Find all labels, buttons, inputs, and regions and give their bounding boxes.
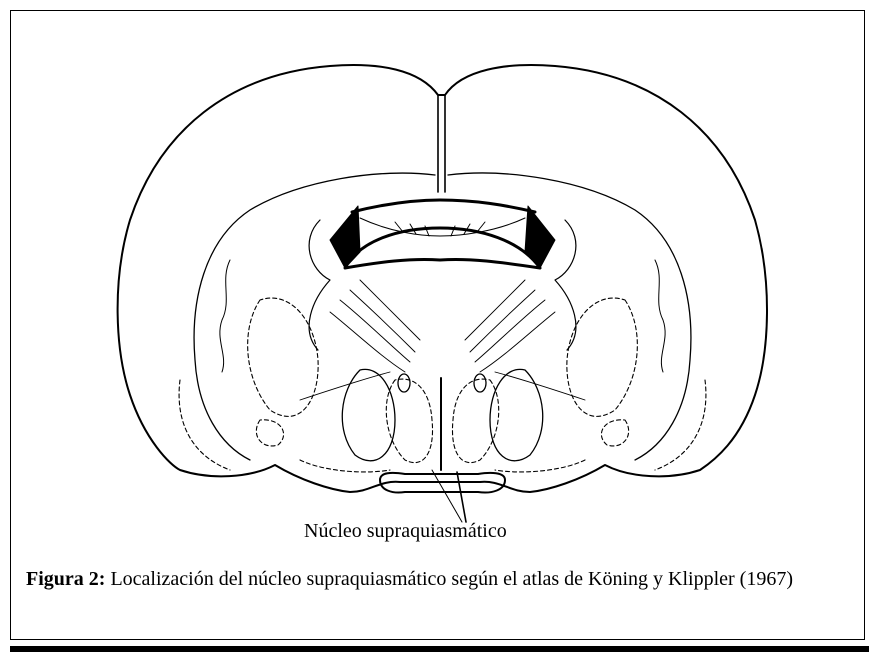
figure-number: Figura 2: — [26, 568, 105, 590]
fiber-tracts — [300, 280, 585, 400]
scn-label: Núcleo supraquiasmático — [304, 520, 507, 543]
bottom-rule — [10, 646, 869, 652]
ventricle-dorsal — [345, 228, 540, 268]
lateral-ventricle-left — [330, 206, 360, 268]
midline-fissure — [438, 95, 445, 192]
figure-caption: Figura 2: Localización del núcleo supraq… — [26, 566, 844, 592]
small-nucleus-right — [474, 374, 486, 392]
nucleus-left — [342, 369, 395, 460]
lateral-ventricle-right — [525, 206, 555, 268]
cortex-boundary-right — [448, 173, 691, 460]
hippocampus-right — [555, 220, 576, 350]
small-nucleus-left — [398, 374, 410, 392]
caption-text: Localización del núcleo supraquiasmático… — [110, 568, 793, 590]
corpus-callosum — [352, 200, 535, 212]
dashed-nuclei-outlines — [179, 298, 706, 472]
cortex-boundary-left — [194, 173, 435, 460]
label-pointer-right — [457, 472, 466, 522]
nucleus-right — [490, 369, 543, 460]
hippocampus-left — [309, 220, 330, 350]
